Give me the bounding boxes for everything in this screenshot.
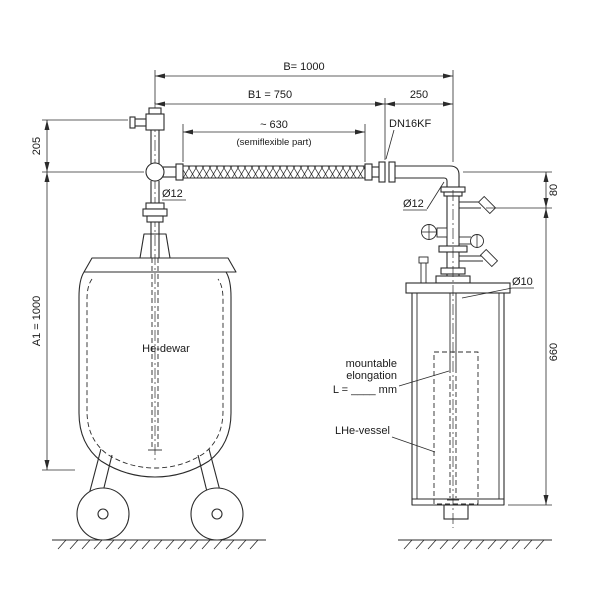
he-dewar-vessel: He-dewar [76, 233, 244, 541]
lhe-inner-vessel [433, 351, 479, 505]
angled-port-upper [477, 195, 497, 215]
dim-flex-label: ~ 630 [260, 119, 288, 131]
elongation-label-3: L = ____ mm [333, 384, 397, 396]
ground-left [52, 539, 266, 550]
cryostat-top-fittings [418, 186, 499, 284]
cryostat-body [411, 292, 505, 506]
elongation-label-1: mountable [346, 358, 397, 370]
dim-b1-label: B1 = 750 [248, 89, 292, 101]
transfer-line-left [129, 102, 168, 460]
dim-a1-label: A1 = 1000 [31, 296, 43, 346]
transfer-line-horizontal [163, 161, 460, 187]
callout-dn16kf: DN16KF [385, 118, 431, 160]
elbow-joint [145, 162, 165, 182]
angled-port-lower [479, 248, 499, 268]
lhe-cryostat [405, 190, 511, 528]
dim-flex-note: (semiflexible part) [237, 137, 312, 148]
elongation-label-2: elongation [346, 370, 397, 382]
dia12-left-label: Ø12 [162, 188, 183, 200]
callout-dia10: Ø10 [461, 276, 534, 299]
callout-dia12-left: Ø12 [162, 188, 186, 201]
dn16kf-flange [378, 161, 386, 183]
dim-80-label: 80 [548, 184, 560, 196]
cryostat-bottom-tail [443, 504, 469, 520]
left-port-cap [418, 256, 429, 264]
dimension-b: B= 1000 B1 = 750 250 [154, 61, 454, 162]
dewar-inner-wall [86, 278, 224, 469]
dim-250-label: 250 [410, 89, 428, 101]
neck-clamp [145, 202, 165, 210]
dn16kf-label: DN16KF [389, 118, 431, 130]
top-valve-cap [148, 107, 162, 115]
lhe-vessel-label: LHe-vessel [335, 425, 390, 437]
hose-collar-left [175, 163, 184, 181]
callout-elongation: mountable elongation L = ____ mm [333, 358, 450, 396]
callout-dia12-right: Ø12 [403, 181, 445, 211]
dimension-80-660: 80 660 [463, 171, 560, 506]
dimension-flex: ~ 630 (semiflexible part) [182, 119, 366, 162]
dia10-label: Ø10 [512, 276, 533, 288]
he-dewar-label: He-dewar [142, 343, 190, 355]
semiflexible-hose [182, 165, 366, 179]
dimension-205-a1: 205 A1 = 1000 [31, 119, 144, 471]
dia12-right-label: Ø12 [403, 198, 424, 210]
dewar-body-outline [78, 271, 232, 478]
dim-b-label: B= 1000 [283, 61, 324, 73]
hose-collar-right [364, 163, 373, 181]
ground-right [398, 539, 552, 550]
dim-205-label: 205 [31, 137, 43, 155]
dewar-lid [83, 257, 237, 273]
dim-660-label: 660 [548, 343, 560, 361]
dewar-wheel-right [190, 487, 244, 541]
top-valve-body [145, 113, 165, 131]
dewar-wheel-left [76, 487, 130, 541]
callout-lhe-vessel: LHe-vessel [335, 425, 436, 453]
